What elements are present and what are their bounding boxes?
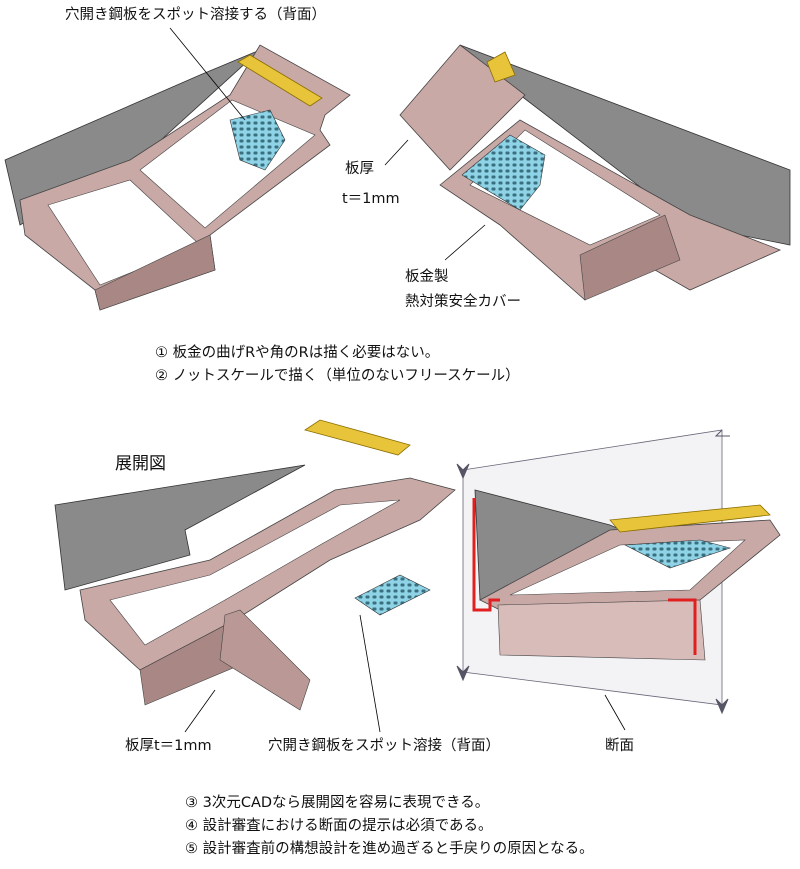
frame-opening xyxy=(109,499,401,646)
section-cut-line xyxy=(668,598,697,655)
bracket xyxy=(304,419,411,456)
bracket xyxy=(237,54,323,107)
gray-panel-flat xyxy=(54,464,306,591)
note-5: ⑤ 設計審査前の構想設計を進め過ぎると手戻りの原因となる。 xyxy=(185,841,594,857)
development-view-title: 展開図 xyxy=(115,454,166,474)
perforated-plate xyxy=(623,539,732,569)
bracket xyxy=(609,504,771,533)
cover-arrow xyxy=(444,224,486,261)
cover-3d-view-rear xyxy=(384,44,791,301)
cover-3d-view-front xyxy=(4,27,351,311)
thickness-label: 板厚 xyxy=(345,161,374,177)
note-1: ① 板金の曲げRや角のRは描く必要はない。 xyxy=(155,345,440,361)
cover-label-line2: 熱対策安全カバー xyxy=(405,294,521,310)
section-view xyxy=(456,429,781,731)
perforated-plate-callout-bottom: 穴開き鋼板をスポット溶接（背面） xyxy=(268,738,500,754)
thickness-value: t＝1mm xyxy=(342,191,400,207)
perforated-plate xyxy=(229,109,286,171)
thickness-arrow xyxy=(384,139,409,166)
callout-arrow xyxy=(169,27,246,121)
cover-label-line1: 板金製 xyxy=(405,269,449,285)
perforated-plate xyxy=(354,574,431,616)
side-flange xyxy=(219,609,311,711)
frame-side xyxy=(579,214,681,301)
section-label: 断面 xyxy=(605,738,634,754)
thickness-arrow xyxy=(184,689,216,733)
thickness-label-bottom: 板厚t＝1mm xyxy=(125,738,212,754)
development-view xyxy=(54,419,456,733)
perforated-plate xyxy=(461,134,546,211)
plate-arrow xyxy=(359,614,381,733)
section-marker-icons xyxy=(456,429,730,715)
bracket xyxy=(486,51,516,83)
note-2: ② ノットスケールで描く（単位のないフリースケール） xyxy=(155,368,520,384)
frame-side xyxy=(94,234,216,311)
note-3: ③ 3次元CADなら展開図を容易に表現できる。 xyxy=(185,795,490,811)
frame-side xyxy=(497,599,706,661)
section-cut-line xyxy=(472,498,500,612)
perforated-plate-callout: 穴開き鋼板をスポット溶接する（背面） xyxy=(65,7,326,23)
gray-panel xyxy=(4,49,261,226)
note-4: ④ 設計審査における断面の提示は必須である。 xyxy=(185,818,493,834)
section-arrow xyxy=(604,694,626,731)
